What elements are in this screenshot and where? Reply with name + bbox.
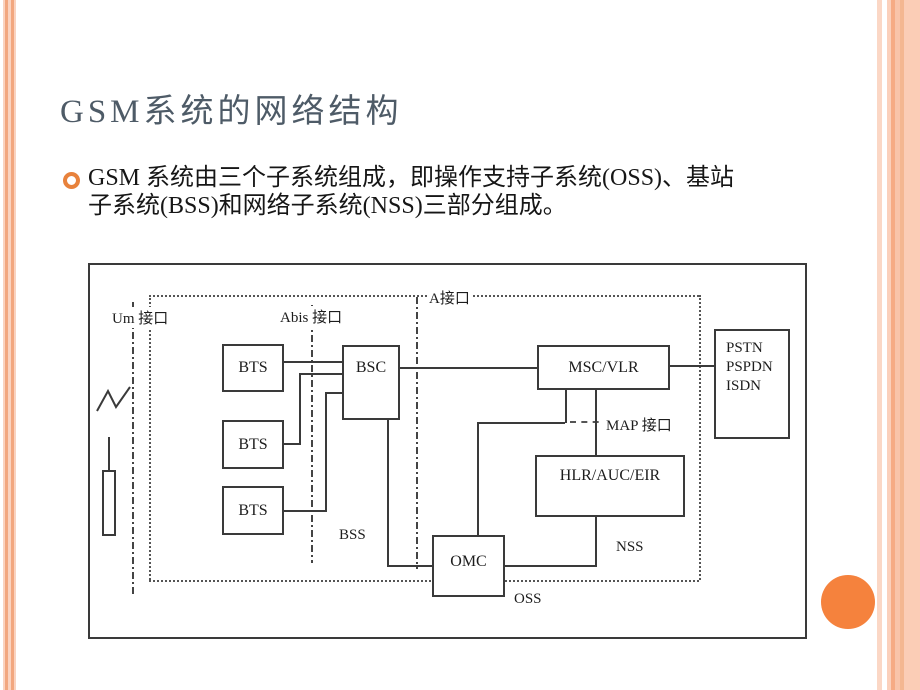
right-edge-stripe-band (887, 0, 920, 690)
a-interface-line (416, 297, 418, 569)
hlr-auc-eir-label: HLR/AUC/EIR (559, 467, 661, 484)
link-bts2-out (284, 443, 301, 445)
link-msc-omc (477, 422, 479, 535)
link-bts3-out (284, 510, 327, 512)
dotted-region-right (699, 295, 701, 580)
slide-title: GSM系统的网络结构 (60, 94, 403, 130)
link-msc-hlr (595, 390, 597, 455)
link-msc-pstn (670, 365, 714, 367)
pstn-box: PSTN PSPDN ISDN (714, 329, 790, 439)
dotted-region-left (149, 295, 151, 580)
bts1-box: BTS (222, 344, 284, 392)
abis-interface-label: Abis 接口 (278, 306, 345, 327)
isdn-label: ISDN (726, 378, 762, 394)
bsc-label: BSC (355, 359, 387, 376)
msc-vlr-box: MSC/VLR (537, 345, 670, 390)
right-edge-thin-stripe (877, 0, 882, 690)
link-hlr-omc (505, 565, 597, 567)
pstn-label: PSTN (726, 340, 763, 356)
omc-box: OMC (432, 535, 505, 597)
orange-circle-decoration (821, 575, 875, 629)
link-bts1-bsc (284, 361, 342, 363)
link-bts2-up (299, 373, 301, 445)
link-msc-down (565, 390, 567, 423)
left-edge-stripes (3, 0, 16, 690)
um-interface-label: Um 接口 (110, 307, 171, 328)
antenna-pole-line (108, 437, 110, 471)
bullet-line-2: 子系统(BSS)和网络子系统(NSS)三部分组成。 (88, 193, 567, 219)
a-interface-label: A接口 (427, 287, 472, 308)
pspdn-label: PSPDN (726, 359, 773, 375)
abis-interface-line (311, 305, 313, 563)
link-msc-left (477, 422, 565, 424)
omc-label: OMC (450, 553, 487, 570)
map-interface-line (570, 421, 610, 423)
antenna-mast-icon (102, 470, 116, 536)
bullet-paragraph: GSM 系统由三个子系统组成，即操作支持子系统(OSS)、基站 子系统(BSS)… (88, 164, 818, 220)
nss-region-label: NSS (614, 539, 646, 556)
bsc-box: BSC (342, 345, 400, 420)
gsm-network-diagram: BTS BTS BTS BSC MSC/VLR HLR/AUC/EIR OMC … (88, 263, 807, 639)
oss-region-label: OSS (512, 591, 544, 608)
bts2-box: BTS (222, 420, 284, 469)
link-bsc-omc (387, 565, 432, 567)
link-bts2-bsc (299, 373, 342, 375)
bullet-ring-icon (63, 172, 80, 189)
bullet-line-1: GSM 系统由三个子系统组成，即操作支持子系统(OSS)、基站 (88, 165, 735, 191)
bts2-label: BTS (238, 435, 268, 453)
bts3-label: BTS (238, 501, 268, 519)
dotted-region-bottom (149, 580, 699, 582)
bts3-box: BTS (222, 486, 284, 535)
map-interface-label: MAP 接口 (604, 414, 674, 435)
msc-vlr-label: MSC/VLR (568, 358, 639, 376)
dotted-region-top (149, 295, 699, 297)
hlr-auc-eir-box: HLR/AUC/EIR (535, 455, 685, 517)
bss-region-label: BSS (337, 527, 368, 544)
um-interface-line (132, 302, 134, 597)
link-bsc-msc (400, 367, 537, 369)
link-bts3-up (325, 392, 327, 512)
link-hlr-down (595, 517, 597, 567)
link-bts3-bsc (325, 392, 342, 394)
bts1-label: BTS (238, 359, 268, 376)
link-bsc-down (387, 420, 389, 565)
radio-wave-icon (96, 386, 131, 412)
